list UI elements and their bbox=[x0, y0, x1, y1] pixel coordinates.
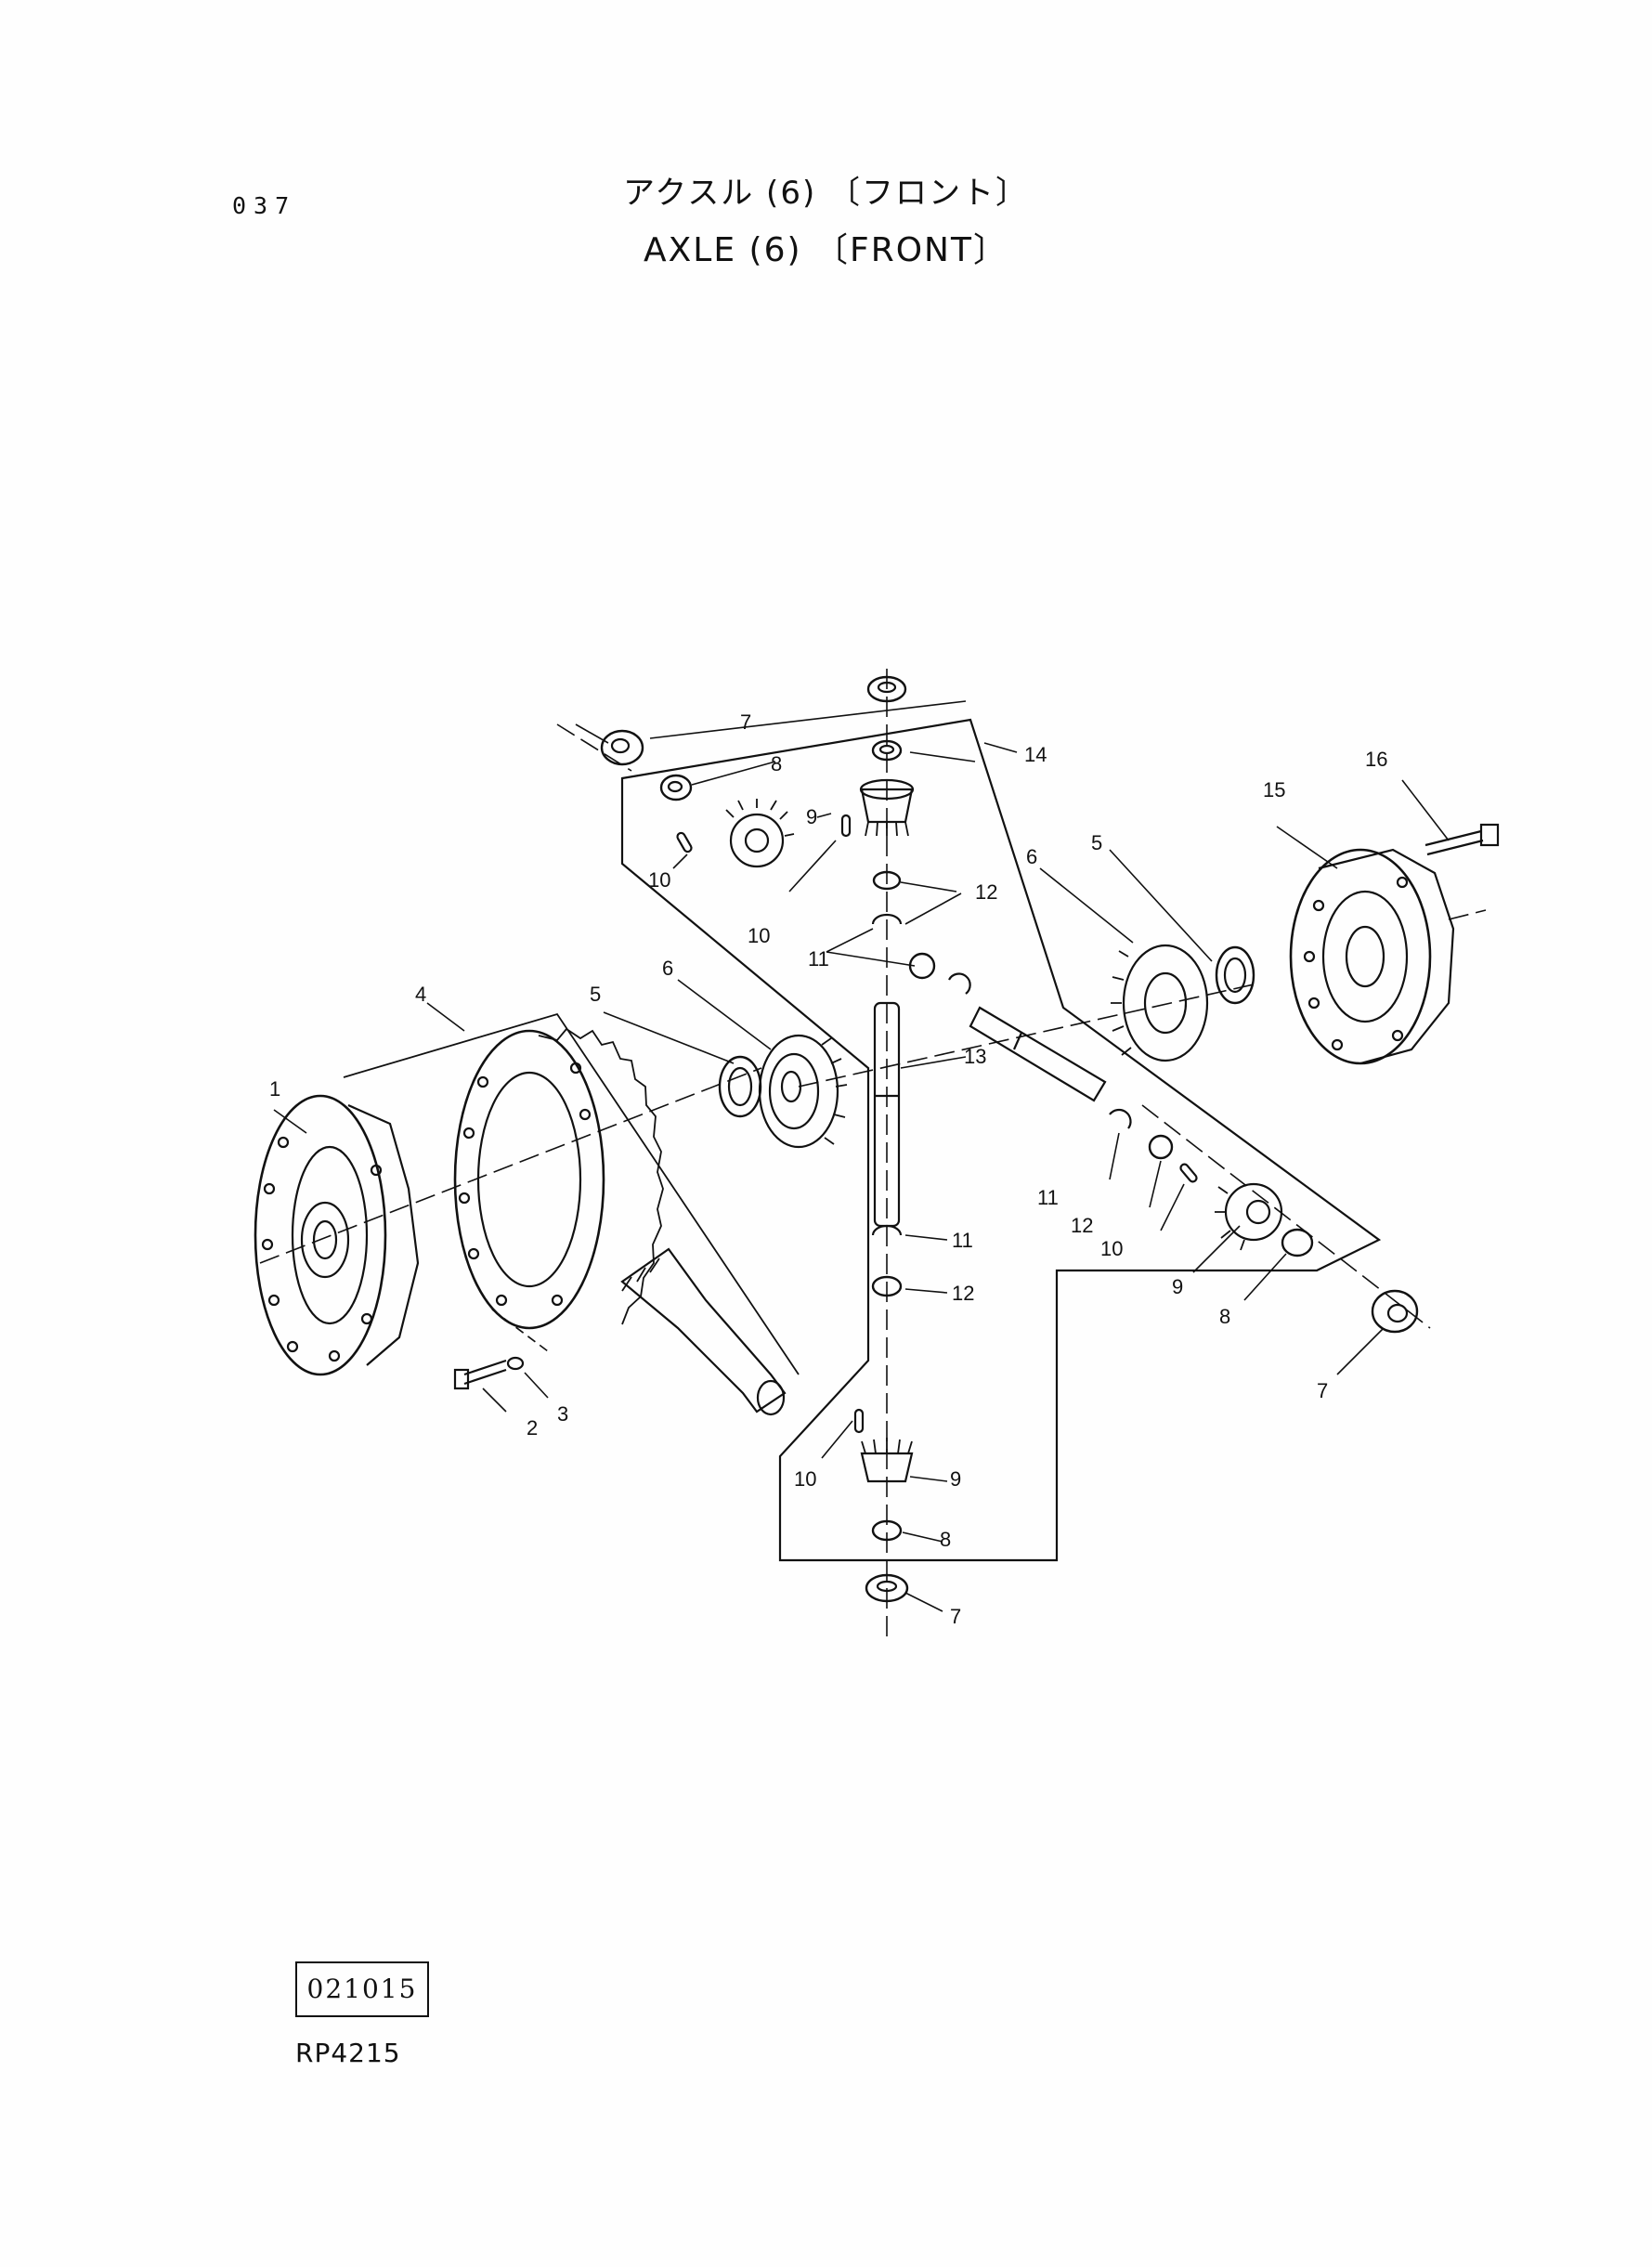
callout-11-top: 11 bbox=[808, 947, 829, 971]
center-lines bbox=[259, 669, 1487, 1644]
washer-12-right bbox=[1148, 1134, 1174, 1160]
callout-12-bottom: 12 bbox=[952, 1282, 974, 1305]
callout-7-top: 7 bbox=[740, 710, 751, 734]
callout-9-right: 9 bbox=[1172, 1275, 1183, 1298]
callout-10-c: 10 bbox=[1100, 1237, 1123, 1260]
washer-12-bottom bbox=[871, 1275, 903, 1297]
callout-12-right: 12 bbox=[1071, 1214, 1093, 1237]
callout-15: 15 bbox=[1263, 778, 1285, 801]
washer-3 bbox=[506, 1356, 525, 1371]
washer-8-top bbox=[871, 739, 903, 762]
callout-6-right: 6 bbox=[1026, 845, 1037, 868]
leader-lines bbox=[273, 700, 1450, 1612]
washer-8-right bbox=[1281, 1228, 1314, 1257]
pin-10-a bbox=[676, 831, 693, 853]
side-gear-6-left bbox=[758, 1034, 848, 1149]
drive-pinion bbox=[620, 1247, 787, 1416]
callout-10-b: 10 bbox=[748, 924, 770, 947]
bolt-2 bbox=[453, 1359, 507, 1390]
pinion-gear-9-bottom bbox=[860, 1438, 914, 1483]
washer-8-left bbox=[659, 774, 693, 801]
pinion-gear-9-top bbox=[859, 778, 915, 837]
ring-gear-4 bbox=[453, 1027, 664, 1330]
washer-8-bottom bbox=[871, 1519, 903, 1542]
callout-14: 14 bbox=[1024, 743, 1047, 766]
callout-8-bottom: 8 bbox=[940, 1528, 951, 1551]
washer-7-top bbox=[866, 675, 907, 703]
callout-5-right: 5 bbox=[1091, 831, 1102, 854]
callout-11-bottom: 11 bbox=[952, 1229, 973, 1252]
catalog-code-box: 021015 bbox=[295, 1961, 429, 2017]
callout-4: 4 bbox=[415, 983, 426, 1006]
callout-numbers: 1 2 3 4 5 5 6 6 7 7 7 8 8 8 9 9 9 10 10 … bbox=[269, 710, 1387, 1628]
callout-11-right: 11 bbox=[1037, 1186, 1059, 1209]
callout-5-left: 5 bbox=[590, 983, 601, 1006]
snap-ring-11-mid bbox=[948, 972, 971, 995]
callout-12-top: 12 bbox=[975, 880, 997, 904]
catalog-code: 021015 bbox=[306, 1974, 418, 2004]
callout-9-top: 9 bbox=[806, 805, 817, 828]
callout-8-right: 8 bbox=[1219, 1305, 1230, 1328]
page-number: 037 bbox=[232, 192, 297, 219]
thrust-washer-5-right bbox=[1215, 945, 1255, 1005]
pin-10-d bbox=[853, 1408, 865, 1434]
callout-10-a: 10 bbox=[648, 868, 670, 892]
callout-9-bottom: 9 bbox=[950, 1467, 961, 1491]
washer-7-left bbox=[600, 729, 644, 766]
callout-13: 13 bbox=[964, 1045, 986, 1068]
differential-case-15 bbox=[1289, 848, 1455, 1065]
callout-6-left: 6 bbox=[662, 957, 673, 980]
bracket-2-3 bbox=[491, 1309, 549, 1352]
spider-shaft-13 bbox=[873, 1001, 1107, 1228]
pin-10-b bbox=[840, 814, 852, 838]
washer-7-right bbox=[1371, 1289, 1419, 1334]
callout-10-d: 10 bbox=[794, 1467, 816, 1491]
washer-12-top bbox=[872, 870, 902, 891]
pinion-gear-9-right bbox=[1215, 1182, 1283, 1251]
group-outline-14 bbox=[620, 718, 1382, 1562]
washer-7-bottom bbox=[865, 1573, 909, 1603]
callout-1: 1 bbox=[269, 1077, 280, 1101]
side-gear-6-right bbox=[1111, 944, 1209, 1062]
title-english: AXLE (6) 〔FRONT〕 bbox=[644, 231, 1008, 269]
callout-16: 16 bbox=[1365, 748, 1387, 771]
callout-8-top: 8 bbox=[771, 752, 782, 775]
snap-ring-11-top bbox=[871, 913, 903, 925]
thrust-washer-5-left bbox=[718, 1055, 762, 1118]
pinion-gear-9-left bbox=[725, 799, 795, 868]
bolt-16 bbox=[1424, 823, 1500, 856]
callout-3: 3 bbox=[557, 1402, 568, 1426]
bracket-4 bbox=[343, 1012, 800, 1375]
callout-7-right: 7 bbox=[1317, 1379, 1328, 1402]
callout-2: 2 bbox=[527, 1416, 538, 1440]
differential-case-1 bbox=[254, 1094, 420, 1376]
title-japanese: アクスル (6) 〔フロント〕 bbox=[622, 175, 1030, 212]
snap-ring-11-right bbox=[1109, 1108, 1132, 1129]
reference-number: RP4215 bbox=[295, 2038, 401, 2068]
pin-10-c bbox=[1179, 1163, 1198, 1183]
callout-7-bottom: 7 bbox=[950, 1605, 961, 1628]
